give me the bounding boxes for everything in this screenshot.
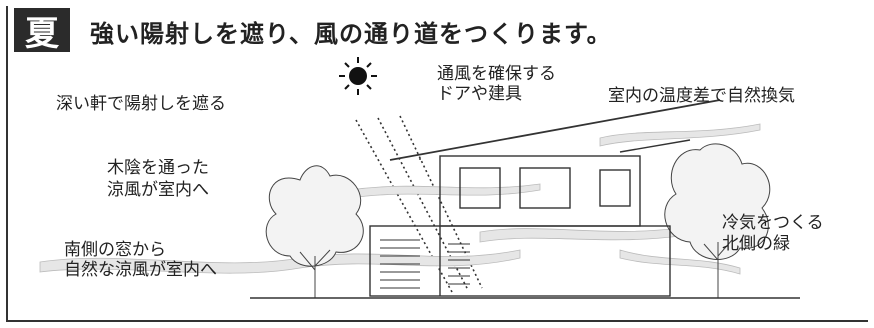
label-doors-line1: 通風を確保する	[437, 64, 556, 84]
label-doors-line2: ドアや建具	[437, 84, 522, 104]
diagram-frame	[6, 6, 868, 322]
headline: 強い陽射しを遮り、風の通り道をつくります。	[90, 20, 612, 48]
label-shade-line1: 木陰を通った	[107, 158, 209, 178]
label-south-line2: 自然な涼風が室内へ	[64, 260, 217, 280]
label-north-line2: 北側の緑	[722, 234, 790, 254]
label-ventilation: 室内の温度差で自然換気	[608, 86, 795, 106]
label-south-line1: 南側の窓から	[64, 240, 166, 260]
tree-left	[265, 165, 364, 298]
sun-icon	[339, 57, 377, 95]
house	[250, 99, 800, 299]
label-north-line1: 冷気をつくる	[722, 213, 824, 233]
wind-streams	[39, 123, 761, 275]
label-deep-eaves: 深い軒で陽射しを遮る	[56, 94, 226, 114]
label-shade-line2: 涼風が室内へ	[107, 180, 209, 200]
tree-right	[664, 143, 771, 298]
season-badge: 夏	[14, 8, 70, 54]
